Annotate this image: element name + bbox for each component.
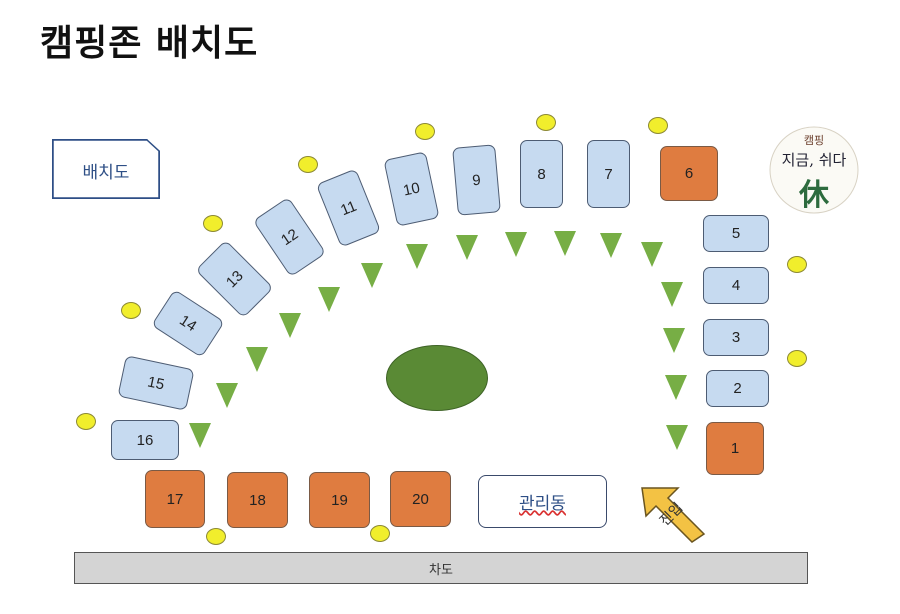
logo-line-3: 休 xyxy=(799,178,829,213)
campsite-9[interactable]: 9 xyxy=(452,144,501,216)
campsite-number: 2 xyxy=(733,380,742,397)
campsite-16[interactable]: 16 xyxy=(111,420,179,460)
campsite-19[interactable]: 19 xyxy=(309,472,370,528)
campsite-number: 16 xyxy=(136,431,154,449)
campsite-number: 14 xyxy=(176,311,200,336)
campsite-4[interactable]: 4 xyxy=(703,267,769,304)
campsite-number: 11 xyxy=(338,197,359,219)
camping-logo: 캠핑 지금, 쉬다 休 xyxy=(766,124,862,216)
tree-marker xyxy=(279,313,301,338)
campsite-number: 5 xyxy=(731,225,741,242)
campsite-18[interactable]: 18 xyxy=(227,472,288,528)
tree-marker xyxy=(361,263,383,288)
tree-marker xyxy=(406,244,428,269)
campsite-number: 12 xyxy=(277,225,302,249)
campsite-number: 15 xyxy=(146,372,166,394)
light-marker xyxy=(203,215,223,232)
light-marker xyxy=(206,528,226,545)
campsite-12[interactable]: 12 xyxy=(252,196,327,278)
light-marker xyxy=(121,302,141,319)
light-marker xyxy=(370,525,390,542)
campsite-number: 4 xyxy=(731,277,741,294)
campsite-7[interactable]: 7 xyxy=(587,140,630,208)
legend-outline xyxy=(52,139,160,199)
campsite-5[interactable]: 5 xyxy=(703,215,769,252)
campsite-11[interactable]: 11 xyxy=(315,168,382,248)
entrance-arrow: 진입 xyxy=(638,484,708,544)
pond xyxy=(386,345,488,411)
campsite-6[interactable]: 6 xyxy=(660,146,718,201)
management-building-label: 관리동 xyxy=(519,494,566,514)
legend-label: 배치도 xyxy=(82,163,130,183)
campsite-number: 10 xyxy=(401,178,422,200)
tree-marker xyxy=(216,383,238,408)
campsite-number: 13 xyxy=(222,267,247,291)
campsite-number: 17 xyxy=(166,490,184,508)
campsite-number: 7 xyxy=(604,165,613,183)
light-marker xyxy=(536,114,556,131)
campsite-2[interactable]: 2 xyxy=(706,370,769,407)
campsite-8[interactable]: 8 xyxy=(520,140,563,208)
light-marker xyxy=(787,256,807,273)
tree-marker xyxy=(505,232,527,257)
tree-marker xyxy=(600,233,622,258)
tree-marker xyxy=(456,235,478,260)
management-building[interactable]: 관리동 xyxy=(478,475,607,528)
campsite-13[interactable]: 13 xyxy=(195,239,274,319)
tree-marker xyxy=(246,347,268,372)
campsite-10[interactable]: 10 xyxy=(383,151,440,227)
light-marker xyxy=(648,117,668,134)
tree-marker xyxy=(665,375,687,400)
campsite-number: 20 xyxy=(412,490,429,508)
campsite-number: 19 xyxy=(331,491,348,509)
campsite-number: 9 xyxy=(471,171,482,189)
tree-marker xyxy=(554,231,576,256)
campsite-3[interactable]: 3 xyxy=(703,319,769,356)
page-title: 캠핑존 배치도 xyxy=(40,23,259,64)
light-marker xyxy=(298,156,318,173)
logo-line-2: 지금, 쉬다 xyxy=(781,151,847,169)
campsite-1[interactable]: 1 xyxy=(706,422,764,475)
campsite-number: 8 xyxy=(537,165,546,183)
tree-marker xyxy=(663,328,685,353)
light-marker xyxy=(76,413,96,430)
campsite-number: 3 xyxy=(731,329,741,346)
tree-marker xyxy=(641,242,663,267)
campsite-17[interactable]: 17 xyxy=(145,470,205,528)
tree-marker xyxy=(666,425,688,450)
legend-box: 배치도 xyxy=(52,139,160,199)
campsite-20[interactable]: 20 xyxy=(390,471,451,527)
tree-marker xyxy=(318,287,340,312)
campsite-number: 6 xyxy=(684,165,694,182)
campsite-14[interactable]: 14 xyxy=(151,289,225,358)
campsite-number: 1 xyxy=(730,440,740,457)
logo-line-1: 캠핑 xyxy=(803,134,825,147)
campsite-number: 18 xyxy=(249,491,266,509)
tree-marker xyxy=(189,423,211,448)
arrow-icon xyxy=(641,487,706,543)
light-marker xyxy=(415,123,435,140)
tree-marker xyxy=(661,282,683,307)
campsite-15[interactable]: 15 xyxy=(117,355,195,411)
road-label: 차도 xyxy=(429,562,453,578)
logo-circle xyxy=(769,126,859,214)
road: 차도 xyxy=(74,552,808,584)
light-marker xyxy=(787,350,807,367)
